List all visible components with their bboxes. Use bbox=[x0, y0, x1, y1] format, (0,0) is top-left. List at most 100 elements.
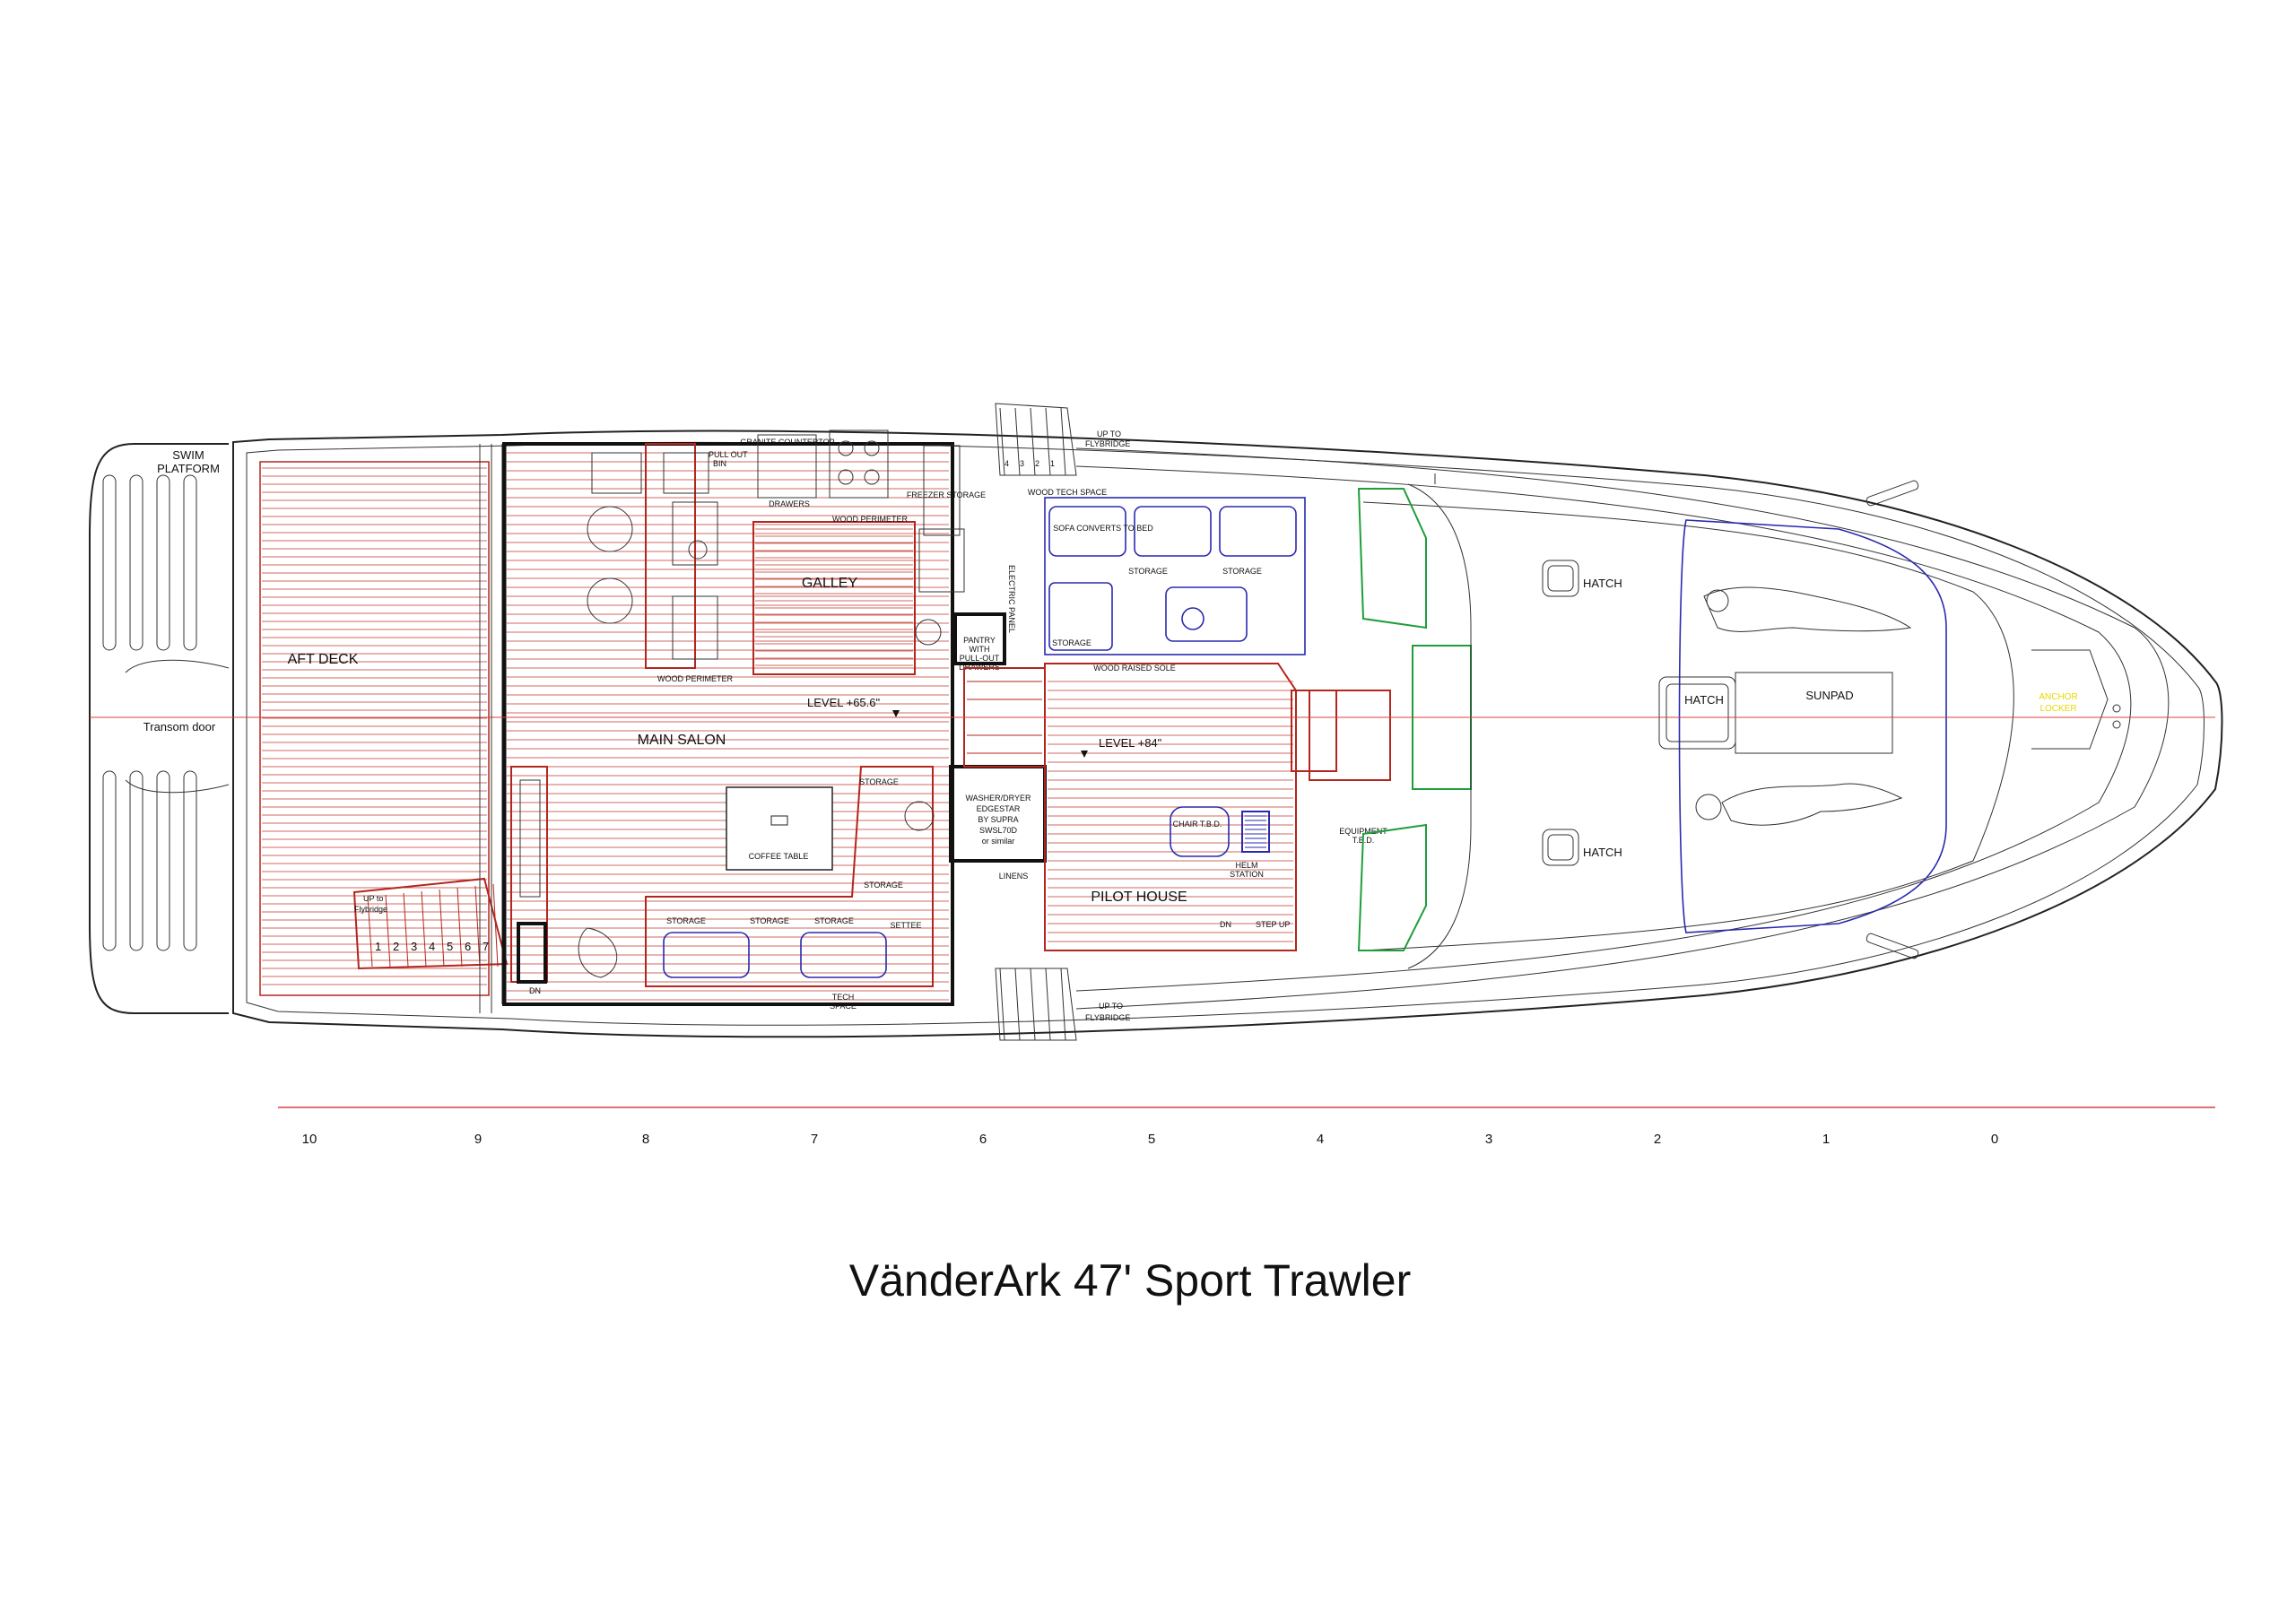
port-stair-step bbox=[1014, 968, 1021, 1041]
aft-stair-step bbox=[403, 892, 409, 968]
pantry-label-3: PULL-OUT bbox=[960, 654, 1000, 663]
scale-tick-label: 7 bbox=[811, 1132, 818, 1147]
aft-stair-number: 2 bbox=[393, 940, 399, 953]
aft-deck-label: AFT DECK bbox=[288, 652, 359, 667]
swim-platform-label-2: PLATFORM bbox=[157, 462, 220, 475]
coffee-table-label: COFFEE TABLE bbox=[749, 852, 809, 861]
scale-tick-label: 9 bbox=[474, 1132, 482, 1147]
aft-stair-step bbox=[492, 883, 499, 968]
coffee-table: COFFEE TABLE bbox=[726, 786, 833, 871]
scale-tick-label: 4 bbox=[1317, 1132, 1324, 1147]
port-stair-step bbox=[1045, 968, 1051, 1041]
washer-label-2: EDGESTAR bbox=[977, 804, 1021, 813]
port-stair-step bbox=[999, 968, 1005, 1041]
helm-label-1: HELM bbox=[1235, 861, 1257, 870]
aft-stair-number: 1 bbox=[375, 940, 381, 953]
main-salon: MAIN SALON LEVEL +65.6" bbox=[501, 442, 954, 1006]
pilot-house: PILOT HOUSE LEVEL +84" WOOD RAISED SOLE bbox=[1044, 663, 1297, 951]
granite-label: GRANITE COUNTERTOP bbox=[740, 438, 834, 447]
salon-level-label: LEVEL +65.6" bbox=[807, 696, 880, 709]
stb-flybridge-label-2: FLYBRIDGE bbox=[1085, 439, 1130, 448]
salon-wood-perimeter-label: WOOD PERIMETER bbox=[657, 674, 734, 683]
stb-stair-number: 1 bbox=[1050, 459, 1055, 468]
aft-stair-step bbox=[421, 890, 427, 968]
wood-tech-space-label: WOOD TECH SPACE bbox=[1028, 488, 1107, 497]
scale-tick-label: 3 bbox=[1485, 1132, 1492, 1147]
scale-tick-label: 1 bbox=[1822, 1132, 1830, 1147]
equipment-label-1: EQUIPMENT bbox=[1339, 827, 1387, 836]
galley-wood-perimeter-label: WOOD PERIMETER bbox=[832, 515, 909, 524]
drawers-label: DRAWERS bbox=[769, 499, 810, 508]
swim-platform-label-1: SWIM bbox=[172, 448, 204, 462]
aft-stair-label-1: UP to bbox=[363, 894, 383, 903]
helm-chair: CHAIR T.B.D. HELM STATION EQUIPMENT T.B.… bbox=[1170, 806, 1387, 929]
pantry-label-2: WITH bbox=[970, 645, 990, 654]
scale-tick-label: 6 bbox=[979, 1132, 987, 1147]
scale-tick-label: 0 bbox=[1991, 1132, 1998, 1147]
storage-label-7: STORAGE bbox=[1222, 567, 1262, 576]
scale-tick-label: 5 bbox=[1148, 1132, 1155, 1147]
aft-stair-step bbox=[439, 889, 445, 968]
stb-stair-number: 3 bbox=[1020, 459, 1024, 468]
anchor-label-1: ANCHOR bbox=[2039, 692, 2077, 702]
aft-stair-step bbox=[385, 894, 391, 968]
port-flybridge-label-2: FLYBRIDGE bbox=[1085, 1013, 1130, 1022]
drawing-title: VänderArk 47' Sport Trawler bbox=[849, 1255, 1412, 1306]
swim-platform: SWIM PLATFORM Transom door bbox=[89, 443, 230, 1014]
scale-tick-label: 10 bbox=[302, 1132, 317, 1147]
aft-stair-number: 4 bbox=[429, 940, 435, 953]
storage-label-2: STORAGE bbox=[750, 916, 789, 925]
pilot-house-label: PILOT HOUSE bbox=[1091, 890, 1187, 905]
port-stair: UP TO FLYBRIDGE TECH SPACE DN bbox=[529, 968, 1130, 1041]
sofa-label: SOFA CONVERTS TO BED bbox=[1053, 524, 1153, 533]
pilot-level-label: LEVEL +84" bbox=[1099, 736, 1162, 750]
washer-dryer: WASHER/DRYER EDGESTAR BY SUPRA SWSL70D o… bbox=[949, 765, 1047, 881]
stb-stair-step bbox=[1060, 407, 1066, 476]
main-salon-label: MAIN SALON bbox=[638, 733, 726, 748]
stb-stair-step bbox=[1045, 407, 1051, 476]
storage-label-5: STORAGE bbox=[864, 881, 903, 890]
pull-out-bin-label-2: BIN bbox=[713, 459, 726, 468]
stb-stair-step bbox=[999, 407, 1005, 476]
stb-stair-step bbox=[1014, 407, 1021, 476]
pilot-sofa: SOFA CONVERTS TO BED STORAGE STORAGE STO… bbox=[1028, 488, 1306, 655]
stb-stair-number: 4 bbox=[1004, 459, 1009, 468]
storage-label-4: STORAGE bbox=[859, 777, 899, 786]
foredeck: HATCH HATCH HATCH SUNPAD ANCHOR LOCKER bbox=[1407, 480, 2121, 969]
port-flybridge-label-1: UP TO bbox=[1099, 1002, 1123, 1011]
aft-stair-number: 5 bbox=[447, 940, 453, 953]
pilot-dn-label: DN bbox=[1220, 920, 1231, 929]
tech-space-label-2: SPACE bbox=[830, 1002, 857, 1011]
aft-stair-step bbox=[367, 896, 373, 968]
aft-stair-step bbox=[457, 887, 463, 968]
storage-label-8: STORAGE bbox=[1052, 638, 1091, 647]
scale-tick-label: 2 bbox=[1654, 1132, 1661, 1147]
galley-label: GALLEY bbox=[802, 576, 858, 591]
helm-label-2: STATION bbox=[1230, 870, 1264, 879]
aft-stair-number: 6 bbox=[465, 940, 471, 953]
washer-label-1: WASHER/DRYER bbox=[965, 794, 1031, 803]
scale-tick-label: 8 bbox=[642, 1132, 649, 1147]
stb-stair-step bbox=[1030, 407, 1036, 476]
storage-label-1: STORAGE bbox=[666, 916, 706, 925]
linens-label: LINENS bbox=[999, 872, 1029, 881]
storage-label-3: STORAGE bbox=[814, 916, 854, 925]
aft-deck: AFT DECK bbox=[259, 461, 490, 996]
stb-flybridge-label-1: UP TO bbox=[1097, 430, 1121, 438]
storage-label-6: STORAGE bbox=[1128, 567, 1168, 576]
step-up-label: STEP UP bbox=[1256, 920, 1290, 929]
aft-stair-label-2: Flybridge bbox=[354, 905, 387, 914]
stb-stair-number: 2 bbox=[1035, 459, 1039, 468]
pilot-windows bbox=[1291, 488, 1472, 951]
freezer-storage-label: FREEZER STORAGE bbox=[907, 490, 986, 499]
anchor-label-2: LOCKER bbox=[2039, 704, 2076, 714]
tech-space-label-1: TECH bbox=[832, 993, 855, 1002]
aft-stair-number: 3 bbox=[411, 940, 417, 953]
port-stair-step bbox=[1060, 968, 1066, 1041]
settee-label: SETTEE bbox=[890, 921, 921, 930]
washer-label-5: or similar bbox=[982, 837, 1015, 846]
pantry-label-1: PANTRY bbox=[963, 636, 996, 645]
